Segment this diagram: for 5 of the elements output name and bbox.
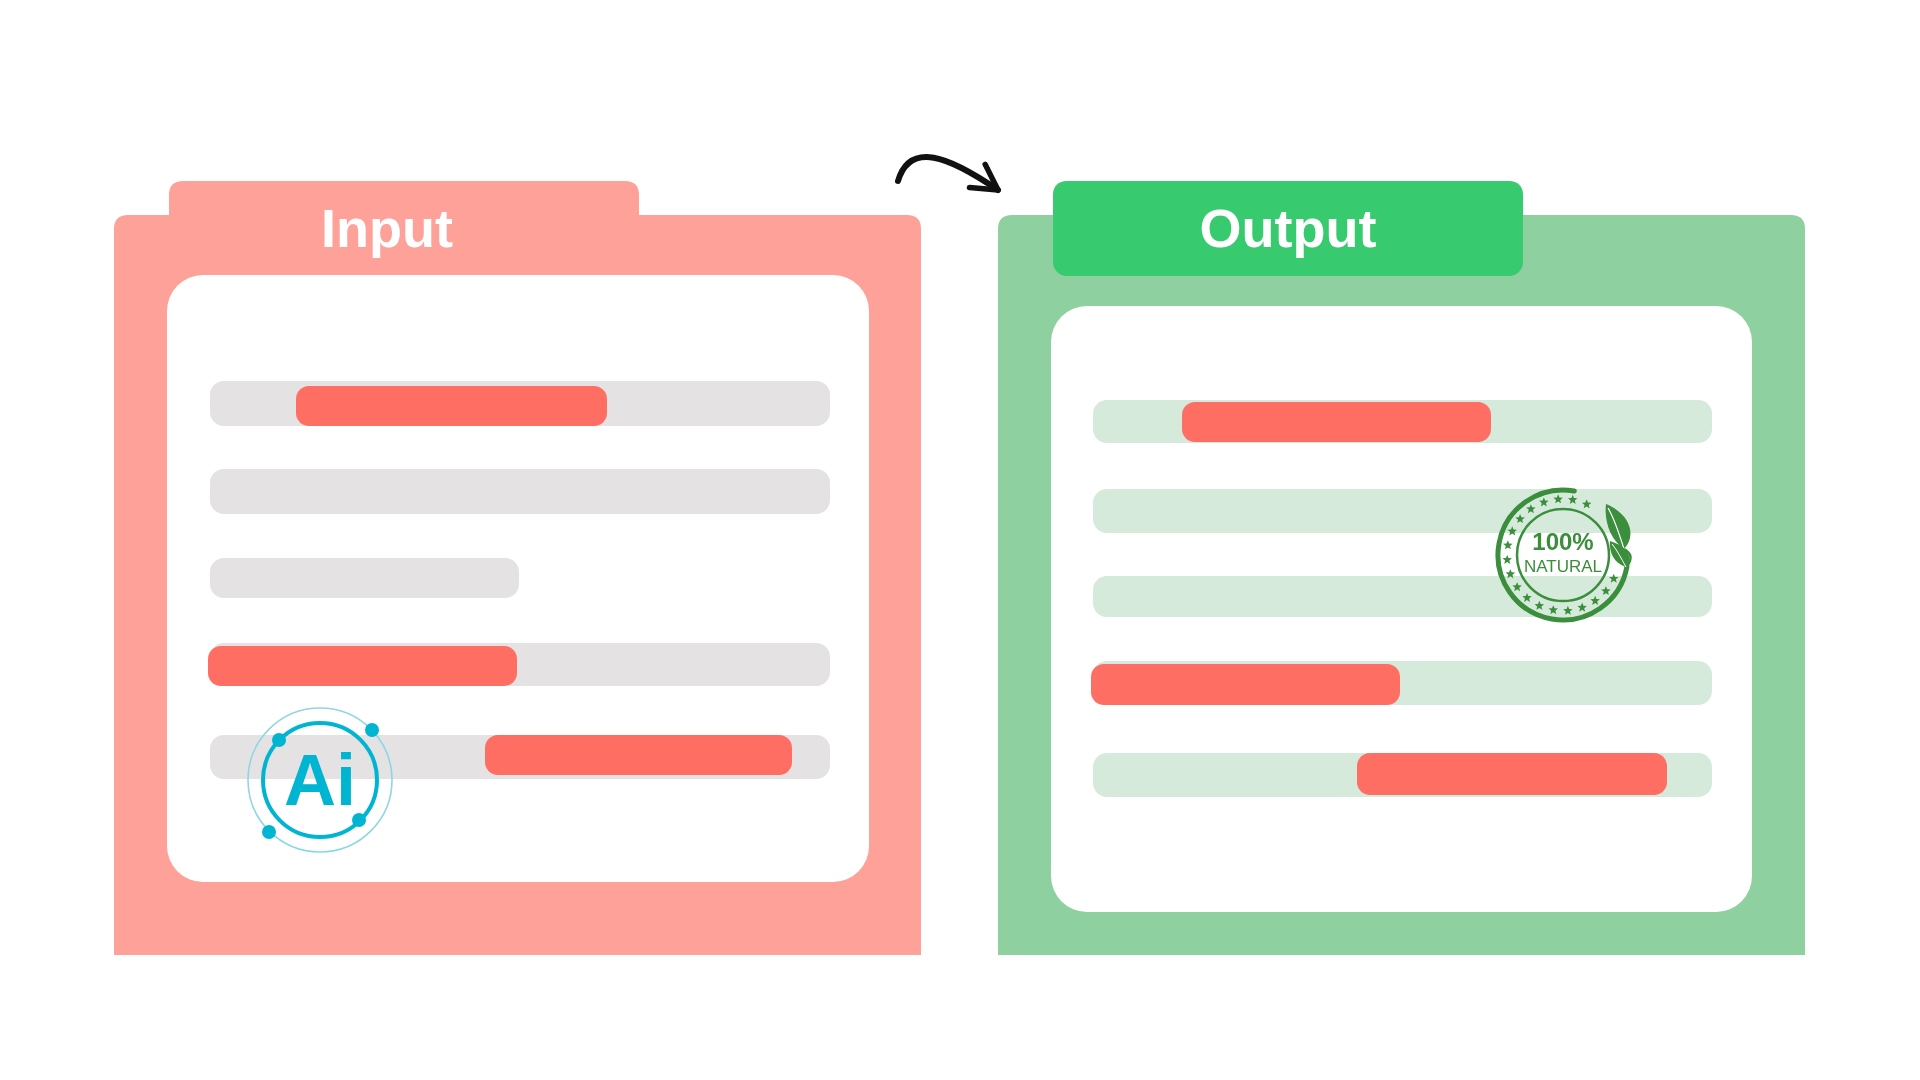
folder <box>998 181 1805 955</box>
folder <box>114 181 921 955</box>
seal-text: NATURAL <box>1523 558 1603 575</box>
seal-text: 100% <box>1532 530 1594 554</box>
badge-text: Ai <box>284 744 356 816</box>
